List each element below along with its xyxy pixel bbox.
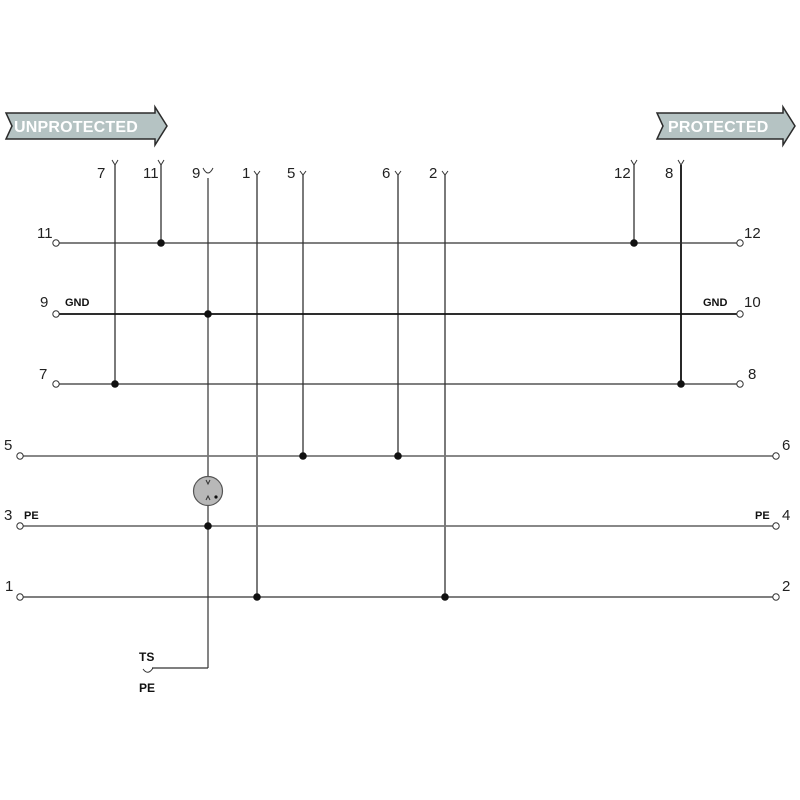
junctions bbox=[111, 239, 685, 601]
left-tag-pe: PE bbox=[24, 510, 39, 522]
right-pin-label: 10 bbox=[744, 294, 761, 311]
terminal-icon bbox=[736, 310, 744, 318]
top-pin-label: 12 bbox=[614, 165, 631, 182]
right-pin-label: 12 bbox=[744, 225, 761, 242]
protected-label: PROTECTED bbox=[668, 119, 768, 136]
fork-icon bbox=[111, 159, 119, 166]
fork-icon bbox=[299, 170, 307, 176]
unprotected-banner: UNPROTECTED bbox=[4, 104, 168, 148]
left-pin-label: 11 bbox=[37, 225, 53, 242]
right-pin-label: 4 bbox=[782, 507, 790, 524]
top-pin-label: 11 bbox=[143, 165, 159, 182]
terminal-icon bbox=[772, 522, 780, 530]
row-labels: 11 12 9 GND GND 10 7 8 5 6 3 PE PE 4 1 2 bbox=[4, 225, 790, 595]
ts-pe-terminal: TS PE bbox=[139, 650, 155, 695]
junction-dot bbox=[677, 380, 685, 388]
left-tag-gnd: GND bbox=[65, 297, 90, 309]
left-pin-label: 1 bbox=[5, 578, 13, 595]
terminal-icon bbox=[736, 239, 744, 247]
right-tag-pe: PE bbox=[755, 510, 770, 522]
terminal-icon bbox=[52, 239, 60, 247]
gas-discharge-tube-icon bbox=[192, 475, 224, 507]
junction-dot bbox=[394, 452, 402, 460]
junction-dot bbox=[204, 310, 212, 318]
right-pin-label: 2 bbox=[782, 578, 790, 595]
terminals bbox=[16, 239, 780, 601]
junction-dot bbox=[157, 239, 165, 247]
terminal-icon bbox=[772, 452, 780, 460]
fork-icon bbox=[157, 159, 165, 166]
pe-label: PE bbox=[139, 681, 155, 695]
arrow-right-icon bbox=[655, 104, 796, 148]
terminal-icon bbox=[16, 522, 24, 530]
left-pin-label: 5 bbox=[4, 437, 12, 454]
junction-dot bbox=[299, 452, 307, 460]
junction-dot bbox=[204, 522, 212, 530]
left-pin-label: 3 bbox=[4, 507, 12, 524]
fork-icon bbox=[630, 159, 638, 166]
unprotected-label: UNPROTECTED bbox=[14, 119, 138, 136]
socket-icon bbox=[142, 667, 154, 673]
horizontal-wires bbox=[23, 242, 773, 598]
top-pin-label: 8 bbox=[665, 165, 673, 182]
top-pin-label: 6 bbox=[382, 165, 390, 182]
fork-icon bbox=[253, 170, 261, 176]
terminal-icon bbox=[16, 452, 24, 460]
arrow-right-icon bbox=[4, 104, 168, 148]
ts-label: TS bbox=[139, 650, 154, 664]
junction-dot bbox=[111, 380, 119, 388]
terminal-icon bbox=[52, 310, 60, 318]
right-pin-label: 6 bbox=[782, 437, 790, 454]
top-pin-label: 2 bbox=[429, 165, 437, 182]
fork-icon bbox=[394, 170, 402, 176]
top-pin-label: 9 bbox=[192, 165, 200, 182]
top-pin-labels: 7 11 9 1 5 6 2 12 8 bbox=[97, 165, 673, 182]
fork-icon bbox=[677, 159, 685, 166]
protected-banner: PROTECTED bbox=[655, 104, 796, 148]
fork-icon bbox=[441, 170, 449, 176]
top-pin-label: 1 bbox=[242, 165, 250, 182]
vertical-wires bbox=[114, 165, 682, 669]
junction-dot bbox=[253, 593, 261, 601]
right-tag-gnd: GND bbox=[703, 297, 728, 309]
socket-icon bbox=[202, 167, 214, 174]
left-pin-label: 9 bbox=[40, 294, 48, 311]
terminal-icon bbox=[772, 593, 780, 601]
left-pin-label: 7 bbox=[39, 366, 47, 383]
junction-dot bbox=[630, 239, 638, 247]
top-pin-label: 7 bbox=[97, 165, 105, 182]
terminal-icon bbox=[16, 593, 24, 601]
junction-dot bbox=[441, 593, 449, 601]
terminal-icon bbox=[736, 380, 744, 388]
top-pin-label: 5 bbox=[287, 165, 295, 182]
right-pin-label: 8 bbox=[748, 366, 756, 383]
terminal-icon bbox=[52, 380, 60, 388]
